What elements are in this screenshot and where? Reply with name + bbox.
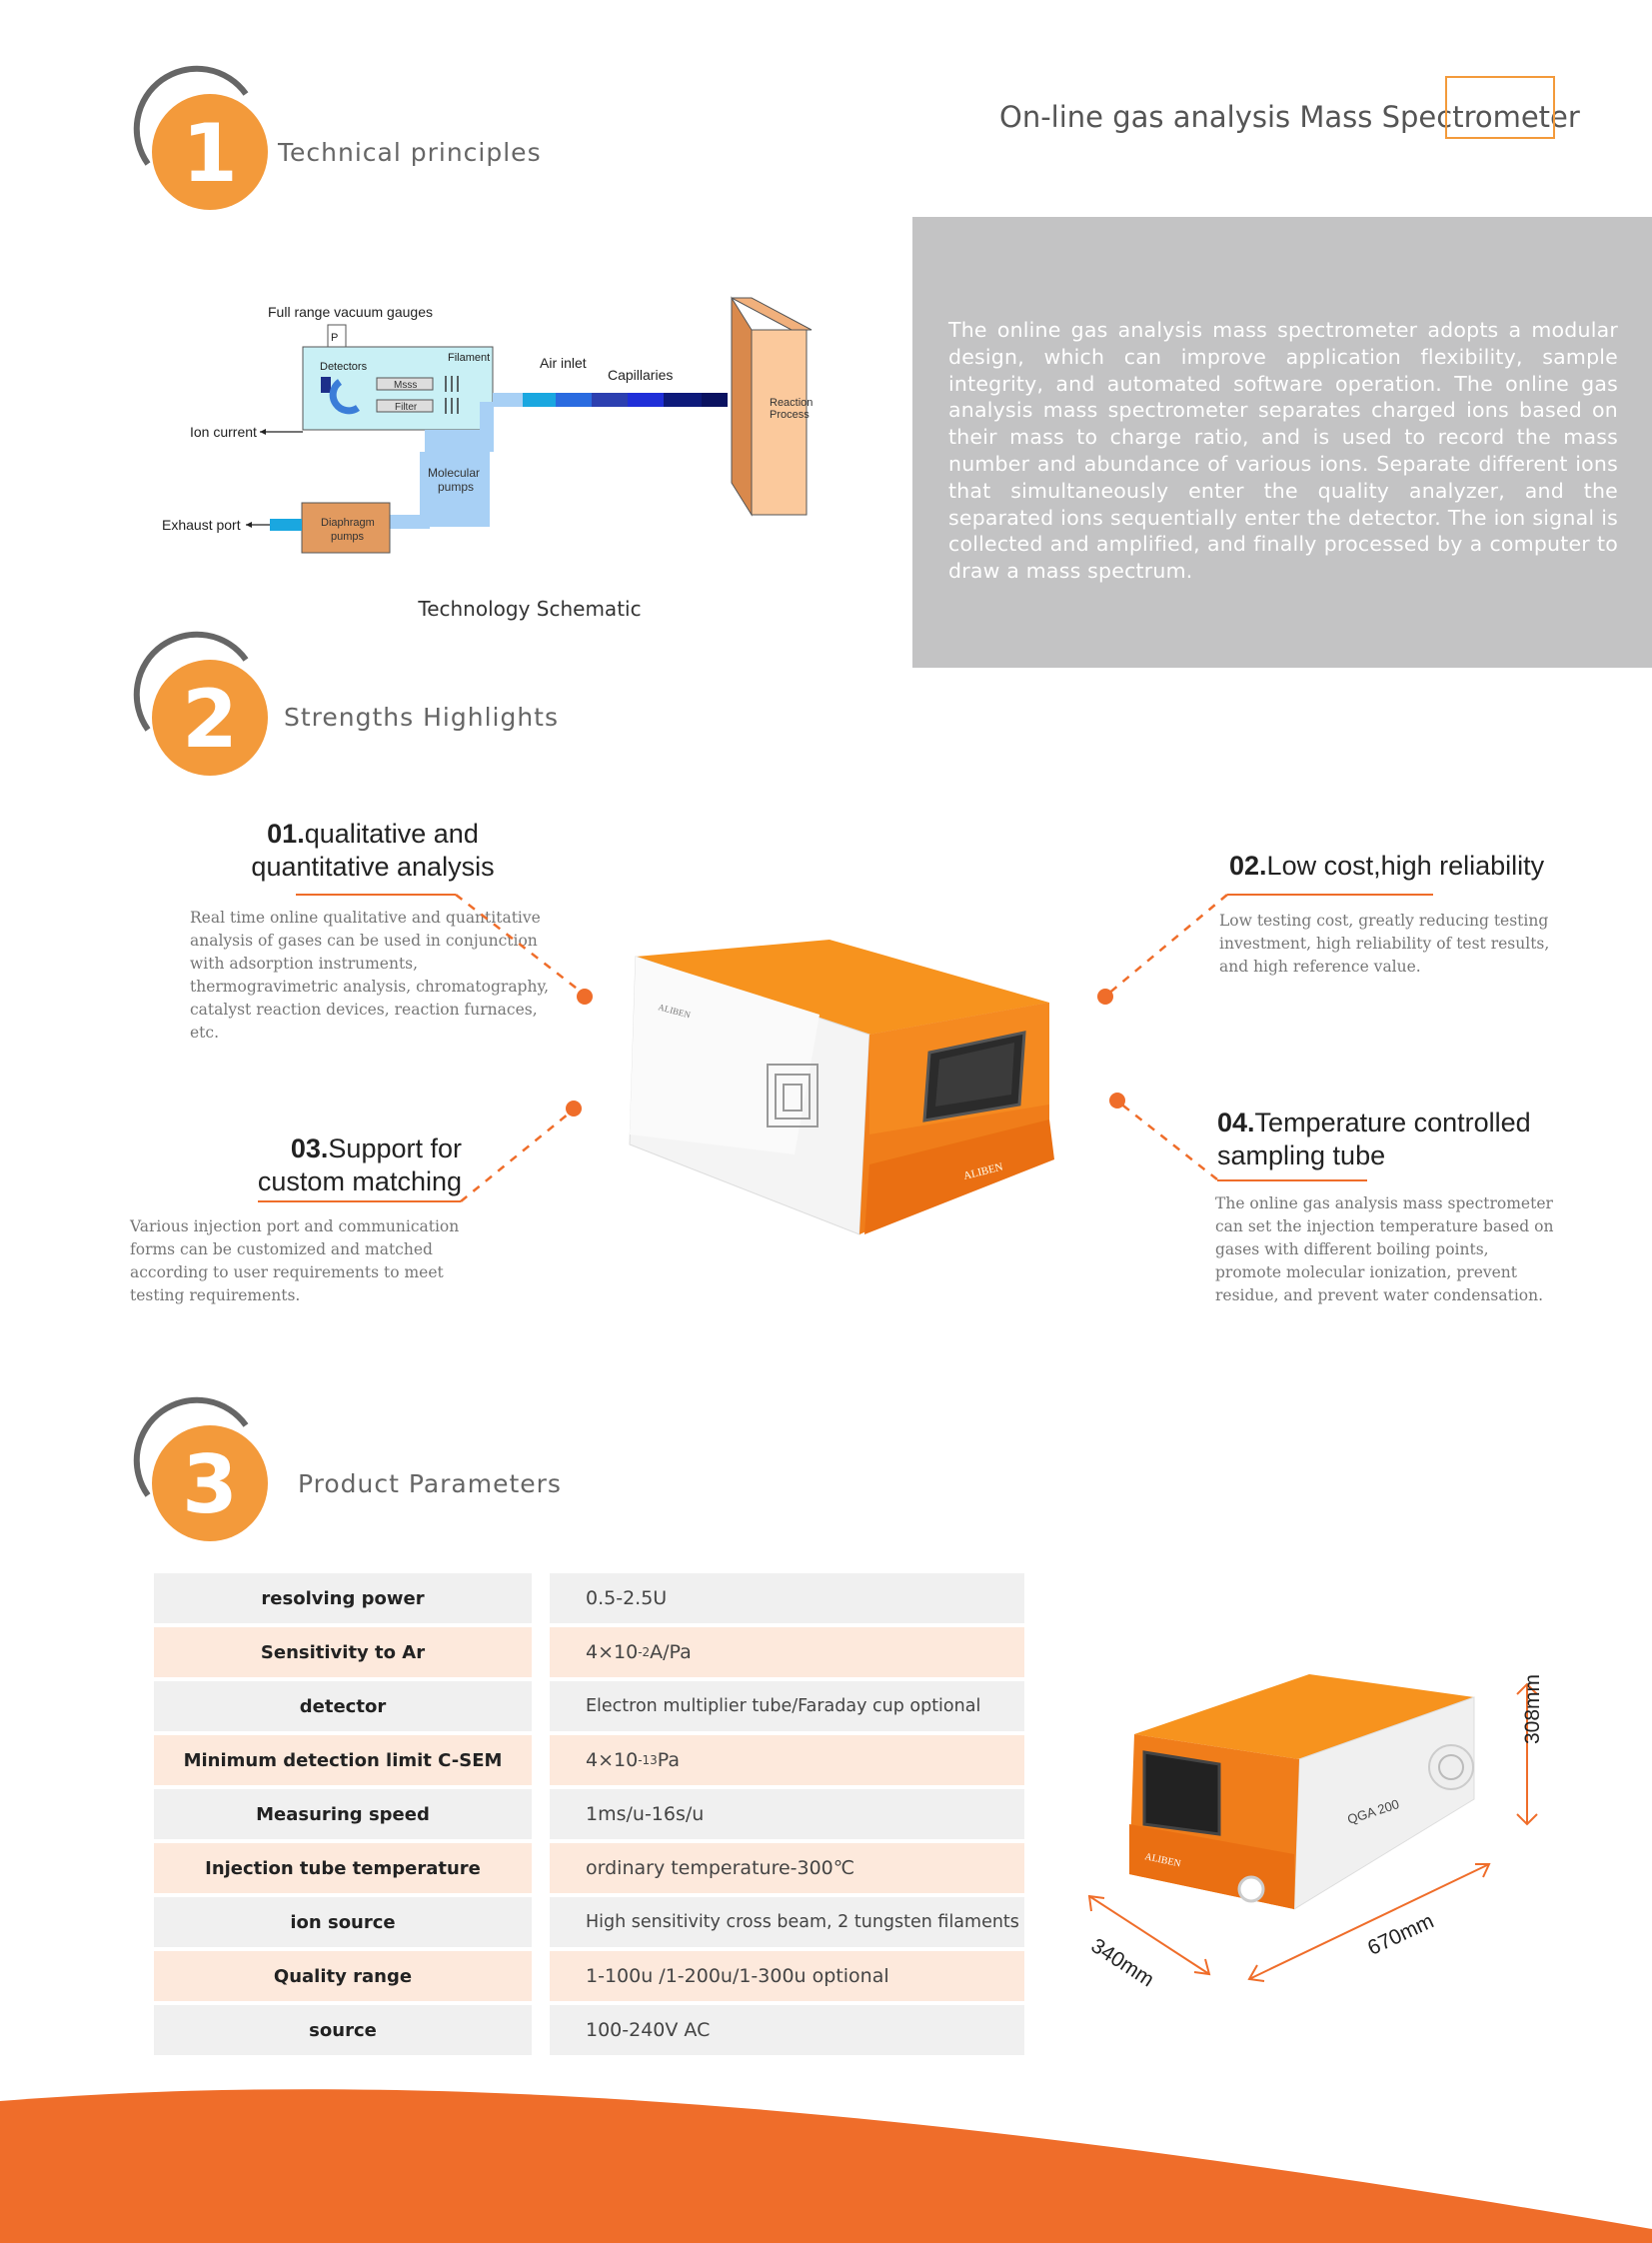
connector-dot xyxy=(577,989,593,1005)
label-vacuum-gauges: Full range vacuum gauges xyxy=(268,304,433,320)
highlight-03-number: 03. xyxy=(290,1133,329,1163)
product-image-dimensions: QGA 200 ALIBEN xyxy=(1087,1674,1538,1982)
table-row: Measuring speed 1ms/u-16s/u xyxy=(154,1789,1024,1843)
section-number: 1 xyxy=(182,107,238,200)
highlight-02-description: Low testing cost, greatly reducing testi… xyxy=(1219,912,1550,976)
highlight-04-title: 04.Temperature controlled sampling tube xyxy=(1217,1108,1531,1170)
param-name: detector xyxy=(154,1681,532,1731)
param-name: Minimum detection limit C-SEM xyxy=(154,1735,532,1785)
label-detectors: Detectors xyxy=(320,361,368,373)
param-name: resolving power xyxy=(154,1573,532,1623)
label-air-inlet: Air inlet xyxy=(540,355,587,371)
param-value: ordinary temperature-300℃ xyxy=(550,1843,1024,1893)
highlight-03-underline xyxy=(258,1200,461,1202)
param-name: Injection tube temperature xyxy=(154,1843,532,1893)
table-row: Injection tube temperature ordinary temp… xyxy=(154,1843,1024,1897)
label-capillaries: Capillaries xyxy=(608,367,673,383)
highlight-04-underline xyxy=(1217,1179,1367,1181)
param-value: Electron multiplier tube/Faraday cup opt… xyxy=(550,1681,1024,1731)
table-row: detector Electron multiplier tube/Farada… xyxy=(154,1681,1024,1735)
section-title-product-parameters: Product Parameters xyxy=(298,1469,562,1498)
param-value: 1ms/u-16s/u xyxy=(550,1789,1024,1839)
principle-description-box: The online gas analysis mass spectromete… xyxy=(912,217,1652,668)
label-exhaust-port: Exhaust port xyxy=(162,517,241,533)
label-molecular-pumps: pumps xyxy=(438,480,474,494)
table-row: source 100-240V AC xyxy=(154,2005,1024,2059)
highlight-01-title: 01.qualitative and quantitative analysis xyxy=(251,819,495,882)
footer-wave xyxy=(0,2089,1652,2243)
label-ion-current: Ion current xyxy=(190,424,257,440)
label-mass: Msss xyxy=(394,380,417,391)
section-number-2-badge: 2 xyxy=(128,630,288,780)
label-process: Process xyxy=(770,409,810,421)
param-value: High sensitivity cross beam, 2 tungsten … xyxy=(550,1897,1024,1947)
section-title-strengths: Strengths Highlights xyxy=(284,703,560,732)
section-number: 2 xyxy=(182,673,238,766)
parameter-table: resolving power 0.5-2.5U Sensitivity to … xyxy=(154,1573,1024,2059)
label-molecular: Molecular xyxy=(428,466,480,480)
param-name: Sensitivity to Ar xyxy=(154,1627,532,1677)
section-number: 3 xyxy=(182,1438,238,1531)
table-row: resolving power 0.5-2.5U xyxy=(154,1573,1024,1627)
param-name: ion source xyxy=(154,1897,532,1947)
table-row: ion source High sensitivity cross beam, … xyxy=(154,1897,1024,1951)
section-number-1-badge: 1 xyxy=(128,64,288,214)
param-value: 1-100u /1-200u/1-300u optional xyxy=(550,1951,1024,2001)
highlight-01-number: 01. xyxy=(267,819,305,849)
title-highlight-box xyxy=(1445,76,1555,139)
label-diaphragm: Diaphragm xyxy=(321,517,375,529)
label-filter: Filter xyxy=(395,402,418,413)
highlight-03-description: Various injection port and communication… xyxy=(130,1217,460,1304)
highlight-04-number: 04. xyxy=(1217,1108,1255,1137)
label-diaphragm-pumps: pumps xyxy=(331,531,365,543)
highlight-01-description: Real time online qualitative and quantit… xyxy=(190,909,550,1042)
label-filament: Filament xyxy=(448,352,490,364)
schematic-caption: Technology Schematic xyxy=(418,597,642,621)
highlight-04-description: The online gas analysis mass spectromete… xyxy=(1215,1194,1554,1304)
highlight-02-underline xyxy=(1227,894,1433,896)
highlight-02-title: 02.Low cost,high reliability xyxy=(1229,851,1545,881)
page-title: On-line gas analysis Mass Spectrometer xyxy=(999,100,1580,134)
section-number-3-badge: 3 xyxy=(128,1395,288,1545)
param-name: source xyxy=(154,2005,532,2055)
param-value: 100-240V AC xyxy=(550,2005,1024,2055)
connector-dot xyxy=(1097,989,1113,1005)
dimension-height: 308mm xyxy=(1521,1673,1544,1744)
product-image-front: ALIBEN ALIBEN xyxy=(629,940,1054,1235)
param-value: 0.5-2.5U xyxy=(550,1573,1024,1623)
param-name: Measuring speed xyxy=(154,1789,532,1839)
connector-dot xyxy=(566,1101,582,1117)
label-reaction: Reaction xyxy=(770,397,813,409)
table-row: Quality range 1-100u /1-200u/1-300u opti… xyxy=(154,1951,1024,2005)
principle-text: The online gas analysis mass spectromete… xyxy=(948,318,1618,584)
param-name: Quality range xyxy=(154,1951,532,2001)
highlight-03-title: 03.Support for custom matching xyxy=(257,1133,462,1196)
highlight-02-number: 02. xyxy=(1229,851,1267,881)
label-p: P xyxy=(331,332,338,344)
highlight-01-underline xyxy=(296,894,456,896)
connector-dot xyxy=(1109,1093,1125,1109)
section-title-technical-principles: Technical principles xyxy=(278,138,542,167)
technology-schematic-diagram: Full range vacuum gauges P Detectors Mss… xyxy=(162,296,813,554)
